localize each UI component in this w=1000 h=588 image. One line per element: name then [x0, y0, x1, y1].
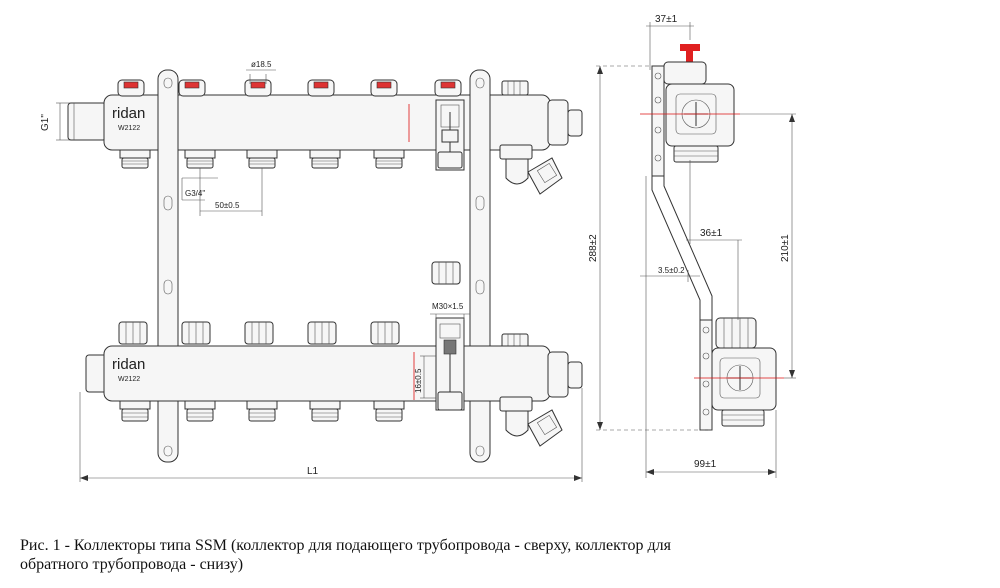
figure-caption: Рис. 1 - Коллекторы типа SSM (коллектор …: [20, 536, 990, 574]
caption-line-2: обратного трубопровода - снизу): [20, 556, 244, 573]
inlet-thread-label: G1": [40, 114, 51, 131]
side-view: 37±1: [588, 14, 796, 478]
manifold-technical-drawing: G1" ridan W2122: [40, 14, 796, 482]
return-manifold: ridan W2122: [85, 261, 583, 447]
axis-distance-dimension: 210±1: [740, 113, 796, 379]
caption-line-1: Рис. 1 - Коллекторы типа SSM (коллектор …: [20, 537, 671, 554]
axis-distance-label: 210±1: [780, 234, 791, 262]
outlet-spacing-label: 50±0.5: [215, 201, 240, 210]
total-height-label: 288±2: [588, 234, 599, 262]
front-view: G1" ridan W2122: [40, 60, 583, 482]
supply-outlets: [119, 149, 405, 169]
return-drain-valve: [499, 396, 563, 447]
side-bracket: [651, 65, 713, 431]
valve-height-label: 16±0.5: [414, 368, 423, 393]
offset-dimension: 36±1: [686, 160, 742, 320]
return-outlets: [119, 400, 405, 422]
supply-manifold: ridan W2122: [67, 60, 583, 195]
return-flowmeter-section: [435, 317, 465, 411]
total-height-dimension: 288±2: [588, 65, 712, 431]
valve-handle-icon: [680, 44, 700, 62]
supply-valve-caps: [117, 79, 529, 97]
flowmeter-thread-label: M30×1.5: [432, 302, 464, 311]
outlet-dimensions: G3/4" 50±0.5: [181, 168, 263, 216]
valve-diameter-dimension: ø18.5: [246, 60, 276, 84]
offset-label: 36±1: [700, 228, 723, 239]
side-supply-valve: [640, 61, 740, 163]
length-label: L1: [307, 466, 319, 477]
length-dimension: L1: [79, 388, 583, 482]
side-return-valve: [694, 317, 784, 427]
return-flowmeter-caps: [118, 321, 529, 349]
flowmeter-dimensions: M30×1.5 16±0.5: [414, 302, 470, 399]
return-brand-label: ridan: [112, 356, 145, 373]
supply-model-label: W2122: [118, 125, 140, 132]
supply-drain-valve: [499, 144, 563, 195]
outlet-thread-label: G3/4": [185, 189, 205, 198]
bracket-offset-dimension: 3.5±0.2: [640, 266, 700, 282]
valve-diameter-label: ø18.5: [251, 60, 272, 69]
bracket-offset-label: 3.5±0.2: [658, 266, 685, 275]
side-width-label: 99±1: [694, 459, 717, 470]
side-width-dimension: 99±1: [645, 176, 777, 478]
supply-valve-section: [435, 99, 465, 171]
inlet-thread-dimension: G1": [40, 102, 72, 141]
return-model-label: W2122: [118, 376, 140, 383]
side-depth-label: 37±1: [655, 14, 678, 25]
supply-brand-label: ridan: [112, 105, 145, 122]
side-depth-dimension: 37±1: [646, 14, 694, 70]
